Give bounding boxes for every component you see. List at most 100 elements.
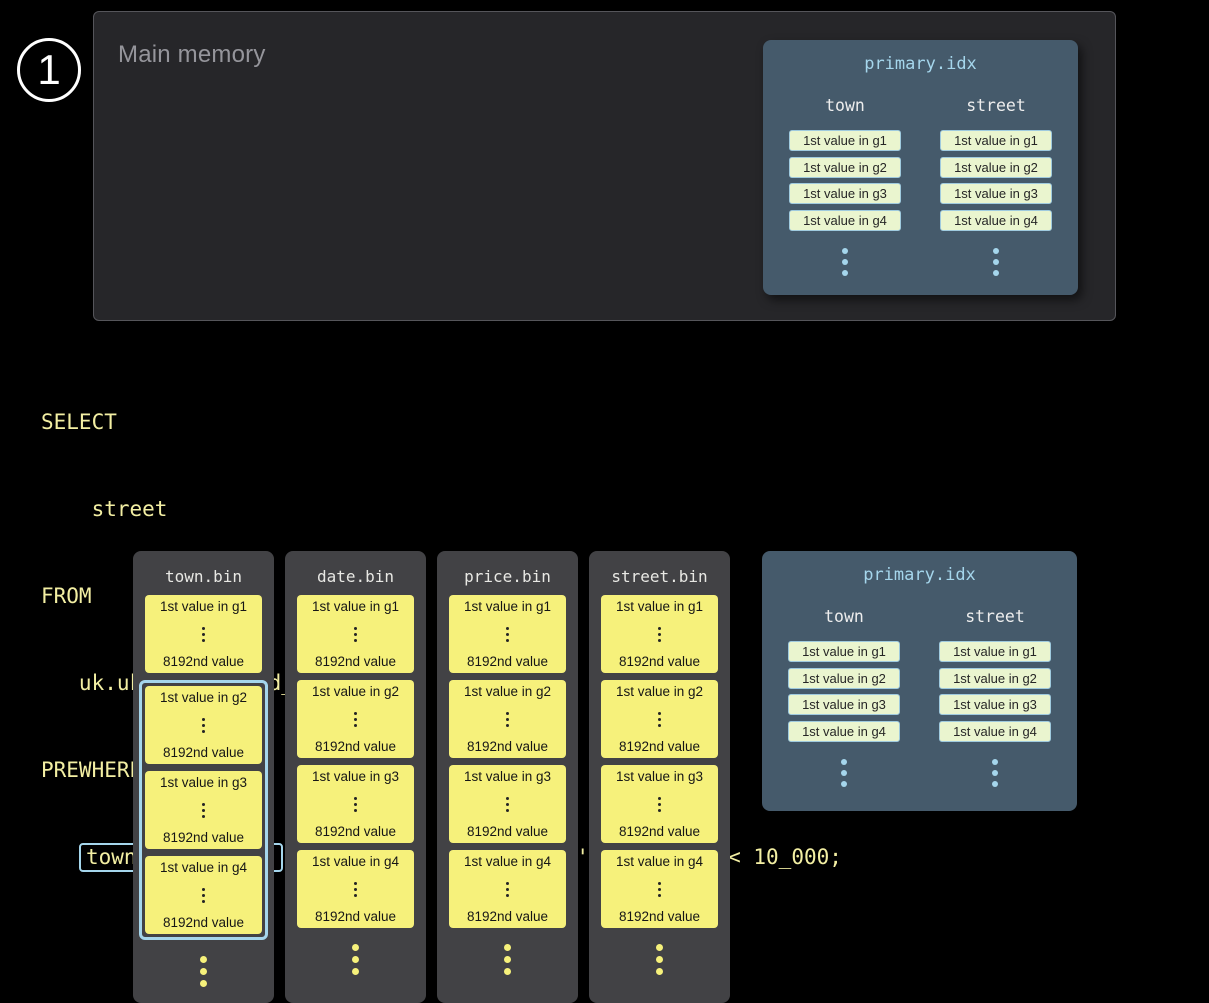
granule-ellipsis xyxy=(506,880,509,898)
idx-mark: 1st value in g1 xyxy=(789,130,901,151)
granule-first-value: 1st value in g2 xyxy=(159,690,248,705)
granule-block: 1st value in g2 8192nd value xyxy=(297,680,414,758)
more-marks-ellipsis xyxy=(992,756,998,789)
granule-ellipsis xyxy=(202,801,205,819)
granule-first-value: 1st value in g3 xyxy=(311,769,400,784)
sql-line: FROM xyxy=(41,584,92,608)
granule-last-value: 8192nd value xyxy=(466,909,549,924)
more-granules-ellipsis xyxy=(589,941,730,977)
sql-line: street xyxy=(41,497,168,521)
granule-ellipsis xyxy=(354,625,357,643)
granule-first-value: 1st value in g3 xyxy=(463,769,552,784)
step-1-badge: 1 xyxy=(17,38,81,102)
idx-mark: 1st value in g4 xyxy=(939,720,1051,742)
more-granules-ellipsis xyxy=(133,953,274,989)
idx-mark: 1st value in g1 xyxy=(940,130,1052,151)
granule-block: 1st value in g1 8192nd value xyxy=(601,595,718,673)
granule-last-value: 8192nd value xyxy=(162,830,245,845)
granule-last-value: 8192nd value xyxy=(314,654,397,669)
bin-file-title: date.bin xyxy=(316,567,395,586)
granule-ellipsis xyxy=(354,880,357,898)
granule-last-value: 8192nd value xyxy=(466,654,549,669)
more-marks-ellipsis xyxy=(993,245,999,278)
bin-file-title: price.bin xyxy=(464,567,551,586)
idx-mark: 1st value in g3 xyxy=(788,694,900,715)
granule-ellipsis xyxy=(506,710,509,728)
idx-street-header: street xyxy=(965,607,1025,626)
sql-line: SELECT xyxy=(41,410,117,434)
granule-block: 1st value in g4 8192nd value xyxy=(145,856,262,934)
idx-mark: 1st value in g3 xyxy=(789,183,901,204)
granule-first-value: 1st value in g4 xyxy=(159,860,248,875)
bin-file-price: price.bin 1st value in g1 8192nd value 1… xyxy=(437,551,578,1003)
granule-block: 1st value in g2 8192nd value xyxy=(449,680,566,758)
granule-block: 1st value in g4 8192nd value xyxy=(297,850,414,928)
primary-idx-title: primary.idx xyxy=(863,565,976,585)
granule-ellipsis xyxy=(658,625,661,643)
granule-ellipsis xyxy=(202,625,205,643)
idx-street-header: street xyxy=(966,96,1026,115)
granule-last-value: 8192nd value xyxy=(162,915,245,930)
granule-ellipsis xyxy=(658,795,661,813)
granule-ellipsis xyxy=(658,880,661,898)
granule-first-value: 1st value in g1 xyxy=(463,599,552,614)
granule-last-value: 8192nd value xyxy=(314,824,397,839)
granule-first-value: 1st value in g4 xyxy=(463,854,552,869)
idx-town-column: town 1st value in g1 1st value in g2 1st… xyxy=(789,95,901,278)
sql-line: PREWHERE xyxy=(41,758,143,782)
idx-mark: 1st value in g3 xyxy=(939,694,1051,715)
granule-block: 1st value in g3 8192nd value xyxy=(449,765,566,843)
idx-street-column: street 1st value in g1 1st value in g2 1… xyxy=(939,606,1051,789)
granule-last-value: 8192nd value xyxy=(162,745,245,760)
more-granules-ellipsis xyxy=(285,941,426,977)
granule-last-value: 8192nd value xyxy=(162,654,245,669)
granule-ellipsis xyxy=(506,795,509,813)
primary-idx-title: primary.idx xyxy=(864,54,977,74)
granule-first-value: 1st value in g2 xyxy=(463,684,552,699)
idx-mark: 1st value in g2 xyxy=(940,156,1052,178)
granule-block: 1st value in g3 8192nd value xyxy=(297,765,414,843)
granule-block: 1st value in g2 8192nd value xyxy=(601,680,718,758)
granule-block: 1st value in g4 8192nd value xyxy=(449,850,566,928)
granule-ellipsis xyxy=(658,710,661,728)
bin-file-title: street.bin xyxy=(611,567,708,586)
main-memory-title: Main memory xyxy=(118,41,266,68)
more-granules-ellipsis xyxy=(437,941,578,977)
idx-mark: 1st value in g2 xyxy=(939,667,1051,689)
granule-ellipsis xyxy=(354,710,357,728)
bin-file-town: town.bin 1st value in g1 8192nd value 1s… xyxy=(133,551,274,1003)
granule-block: 1st value in g1 8192nd value xyxy=(297,595,414,673)
main-memory-panel: Main memory primary.idx town 1st value i… xyxy=(93,11,1116,321)
granule-block: 1st value in g1 8192nd value xyxy=(449,595,566,673)
granule-ellipsis xyxy=(202,886,205,904)
idx-mark: 1st value in g2 xyxy=(789,156,901,178)
granule-block: 1st value in g1 8192nd value xyxy=(145,595,262,673)
primary-idx-card-disk: primary.idx town 1st value in g1 1st val… xyxy=(762,551,1077,811)
idx-mark: 1st value in g3 xyxy=(940,183,1052,204)
step-number: 1 xyxy=(37,46,61,93)
idx-town-header: town xyxy=(824,607,864,626)
idx-street-column: street 1st value in g1 1st value in g2 1… xyxy=(940,95,1052,278)
more-marks-ellipsis xyxy=(841,756,847,789)
idx-mark: 1st value in g4 xyxy=(788,720,900,742)
granule-last-value: 8192nd value xyxy=(466,824,549,839)
idx-town-header: town xyxy=(825,96,865,115)
granule-first-value: 1st value in g4 xyxy=(615,854,704,869)
bin-file-street: street.bin 1st value in g1 8192nd value … xyxy=(589,551,730,1003)
granule-first-value: 1st value in g3 xyxy=(615,769,704,784)
bin-file-title: town.bin xyxy=(164,567,243,586)
idx-mark: 1st value in g4 xyxy=(789,209,901,231)
granule-last-value: 8192nd value xyxy=(466,739,549,754)
sql-indent xyxy=(41,845,79,869)
granule-first-value: 1st value in g2 xyxy=(311,684,400,699)
idx-mark: 1st value in g4 xyxy=(940,209,1052,231)
bin-file-date: date.bin 1st value in g1 8192nd value 1s… xyxy=(285,551,426,1003)
granule-last-value: 8192nd value xyxy=(618,739,701,754)
granule-first-value: 1st value in g1 xyxy=(311,599,400,614)
granule-first-value: 1st value in g2 xyxy=(615,684,704,699)
granule-last-value: 8192nd value xyxy=(618,824,701,839)
granule-last-value: 8192nd value xyxy=(314,739,397,754)
idx-town-column: town 1st value in g1 1st value in g2 1st… xyxy=(788,606,900,789)
granule-last-value: 8192nd value xyxy=(618,909,701,924)
